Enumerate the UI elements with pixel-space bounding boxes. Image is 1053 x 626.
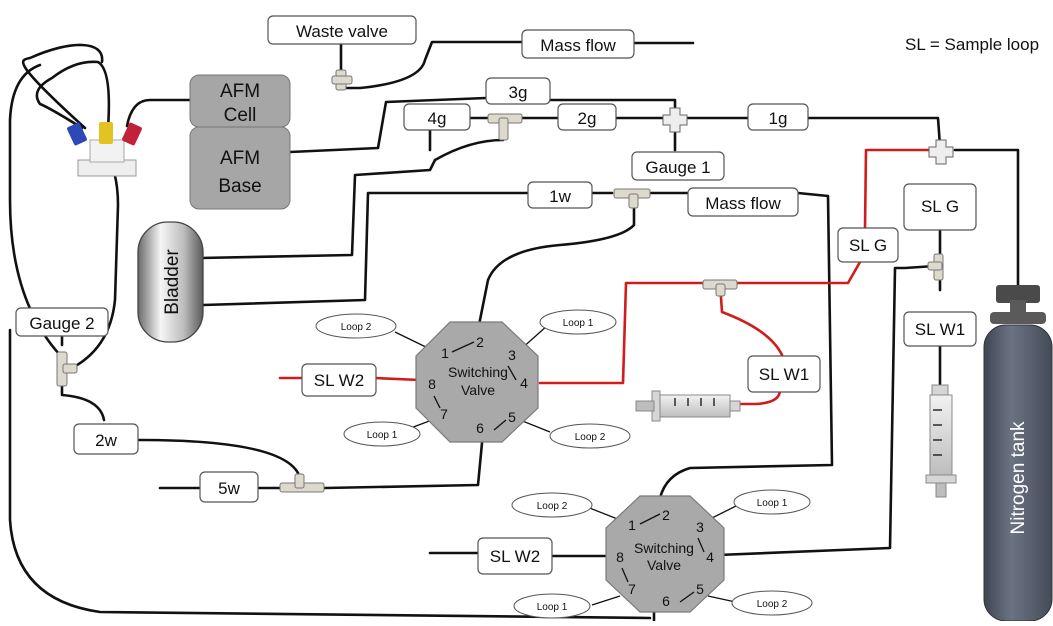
svg-text:Switching: Switching [634,540,694,556]
cross-fitting-gauge1 [662,107,688,133]
svg-text:Mass flow: Mass flow [705,194,781,213]
loop-label: Loop 2 [731,590,813,616]
gauge2-label: Gauge 2 [15,307,109,337]
svg-text:Gauge 2: Gauge 2 [29,314,94,333]
svg-text:7: 7 [628,581,636,597]
slw1-right-label: SL W1 [903,311,977,347]
loop-label: Loop 2 [549,423,631,449]
syringe-vertical [925,384,957,498]
svg-text:8: 8 [428,376,436,392]
water-1w-label: 1w [527,181,593,209]
svg-text:3: 3 [696,519,704,535]
svg-text:8: 8 [616,549,624,565]
afm-base-label-2: Base [218,176,261,197]
nitrogen-tank-label: Nitrogen tank [1008,421,1029,535]
mass-flow-top-label: Mass flow [521,29,635,59]
afm-cell-label-2: Cell [224,105,257,126]
cross-fitting-tank [928,139,954,165]
loop-label: Loop 2 [315,313,397,339]
loop-label: Loop 1 [343,421,421,447]
svg-text:6: 6 [476,420,484,436]
svg-text:Valve: Valve [461,382,495,398]
slg-left-label: SL G [837,227,899,263]
mass-flow-mid-label: Mass flow [687,187,799,217]
svg-text:4: 4 [520,375,528,391]
water-5w-label: 5w [199,471,259,503]
switching-valve-lower: 1 2 3 4 5 6 7 8 Switching Valve Loop 2 L… [511,489,813,619]
tee-fittings [56,69,954,493]
slw2-upper-label: SL W2 [301,363,377,397]
svg-text:5: 5 [696,581,704,597]
svg-text:2w: 2w [95,431,117,450]
svg-text:SL W1: SL W1 [915,320,965,339]
slg-right-label: SL G [903,183,977,231]
svg-text:SL W1: SL W1 [759,365,809,384]
svg-text:3: 3 [508,347,516,363]
svg-text:Loop 1: Loop 1 [367,430,398,441]
svg-text:3g: 3g [509,83,528,102]
svg-text:7: 7 [440,406,448,422]
gauge1-label: Gauge 1 [631,151,725,181]
gas-2g-label: 2g [557,103,617,131]
svg-text:Loop 1: Loop 1 [537,602,568,613]
svg-text:Gauge 1: Gauge 1 [645,158,710,177]
svg-text:Loop 2: Loop 2 [757,599,788,610]
nitrogen-tank: Nitrogen tank [983,285,1053,622]
loop-label: Loop 2 [511,492,593,518]
svg-text:1g: 1g [769,109,788,128]
svg-text:2: 2 [476,334,484,350]
bladder-label: Bladder [162,249,183,315]
loop-label: Loop 1 [539,309,617,335]
svg-text:1w: 1w [549,187,571,206]
svg-text:Loop 1: Loop 1 [563,318,594,329]
svg-text:1: 1 [441,345,449,361]
afm-base-label-1: AFM [220,148,260,169]
afm-base: AFM Base [189,126,291,210]
red-tubing [278,148,934,406]
svg-text:Switching: Switching [448,364,508,380]
flow-cell-fittings [67,122,142,177]
svg-text:5w: 5w [218,479,240,498]
afm-cell-label-1: AFM [220,81,260,102]
loop-label: Loop 1 [733,489,811,515]
svg-text:Loop 2: Loop 2 [575,432,606,443]
gas-1g-label: 1g [747,103,809,131]
svg-text:4: 4 [706,549,714,565]
switching-valve-upper: 1 2 3 4 5 6 7 8 Switching Valve Loop 2 L… [315,309,631,449]
svg-text:SL G: SL G [921,197,959,216]
svg-text:SL W2: SL W2 [314,371,364,390]
slw2-lower-label: SL W2 [477,537,553,575]
svg-text:2: 2 [662,507,670,523]
svg-text:Mass flow: Mass flow [540,36,616,55]
gas-4g-label: 4g [403,103,471,131]
gas-3g-label: 3g [485,77,551,105]
loop-label: Loop 1 [513,593,591,619]
svg-text:2g: 2g [578,109,597,128]
svg-text:Loop 1: Loop 1 [757,498,788,509]
syringe-horizontal [635,390,741,422]
svg-text:1: 1 [628,517,636,533]
bladder: Bladder [137,221,204,343]
waste-valve-label: Waste valve [267,15,417,45]
svg-text:Valve: Valve [647,557,681,573]
water-2w-label: 2w [73,423,139,455]
svg-text:Loop 2: Loop 2 [341,322,372,333]
svg-text:Loop 2: Loop 2 [537,501,568,512]
svg-text:SL G: SL G [849,236,887,255]
svg-text:Waste valve: Waste valve [296,22,388,41]
afm-cell: AFM Cell [189,74,291,128]
svg-text:5: 5 [508,409,516,425]
svg-text:SL W2: SL W2 [490,547,540,566]
legend-text: SL = Sample loop [905,35,1039,54]
slw1-mid-label: SL W1 [747,355,821,393]
label-boxes: Waste valve Mass flow 3g 4g 2g 1g Gauge … [15,15,977,575]
svg-text:4g: 4g [428,109,447,128]
svg-text:6: 6 [662,593,670,609]
